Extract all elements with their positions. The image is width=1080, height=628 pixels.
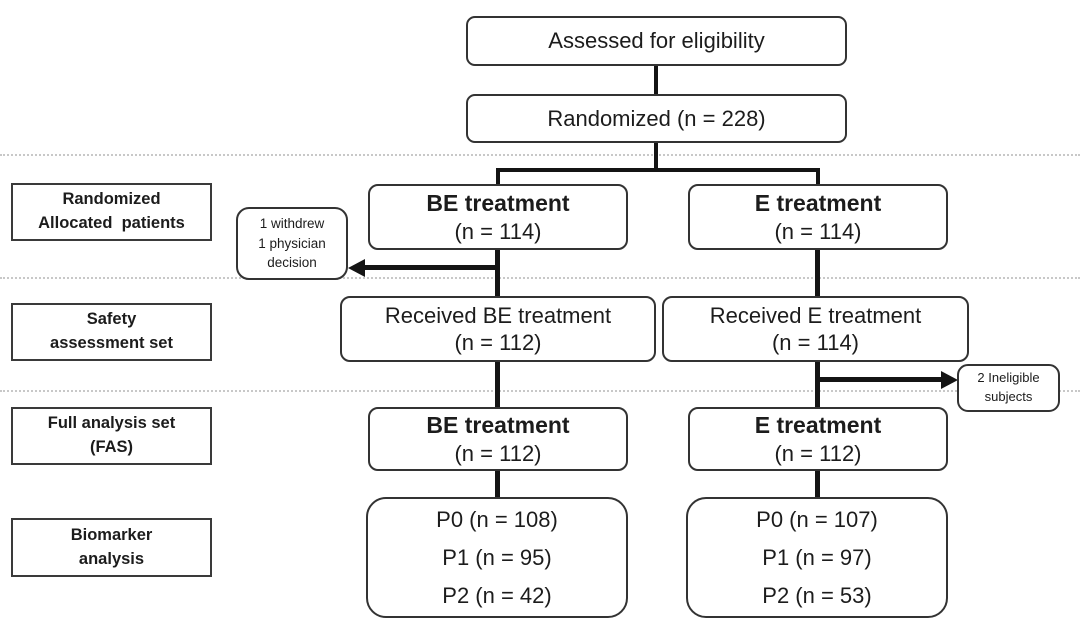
section-divider-allocation: [0, 154, 1080, 156]
e-fas-title: E treatment: [754, 411, 882, 438]
row-label-allocation: Randomized Allocated patients: [11, 183, 212, 241]
randomized-box: Randomized (n = 228): [466, 94, 847, 143]
e-biomarker-p1: P1 (n = 97): [762, 544, 872, 570]
row-label-safety: Safety assessment set: [11, 303, 212, 361]
withdrawn-arrowhead-icon: [348, 259, 365, 277]
connector-split-to-be: [496, 168, 500, 186]
row-label-biomarker-line2: analysis: [78, 549, 145, 568]
row-label-allocation-line1: Randomized: [62, 190, 161, 209]
be-fas-box: BE treatment (n = 112): [368, 407, 628, 471]
e-biomarker-p0: P0 (n = 107): [756, 506, 878, 532]
connector-randomized-to-split: [654, 142, 658, 170]
e-fas-n: (n = 112): [774, 440, 862, 466]
be-allocated-n: (n = 114): [454, 218, 542, 244]
e-biomarker-box: P0 (n = 107) P1 (n = 97) P2 (n = 53): [686, 497, 948, 618]
row-label-fas-line2: (FAS): [89, 438, 134, 456]
row-label-biomarker: Biomarker analysis: [11, 518, 212, 577]
be-fas-n: (n = 112): [454, 440, 542, 466]
connector-assessed-to-randomized: [654, 65, 658, 95]
e-received-line1: Received E treatment: [709, 302, 922, 328]
row-label-biomarker-line1: Biomarker: [70, 525, 153, 544]
ineligible-note-box: 2 Ineligible subjects: [957, 364, 1060, 412]
be-received-box: Received BE treatment (n = 112): [340, 296, 656, 362]
withdrawn-note-box: 1 withdrew 1 physician decision: [236, 207, 348, 280]
connector-be-fas-to-biomarker: [495, 470, 500, 497]
row-label-allocation-line2: Allocated patients: [38, 214, 185, 232]
be-allocated-title: BE treatment: [426, 189, 570, 216]
e-received-line2: (n = 114): [771, 330, 860, 355]
connector-be-received-to-fas: [495, 361, 500, 408]
connector-split-to-e: [816, 168, 820, 186]
withdrawn-note-line1: 1 withdrew: [259, 216, 325, 232]
ineligible-arrow-shaft: [818, 377, 942, 382]
e-allocated-box: E treatment (n = 114): [688, 184, 948, 250]
e-biomarker-p2: P2 (n = 53): [762, 582, 872, 608]
be-biomarker-p1: P1 (n = 95): [442, 544, 552, 570]
ineligible-arrowhead-icon: [941, 371, 958, 389]
be-biomarker-box: P0 (n = 108) P1 (n = 95) P2 (n = 42): [366, 497, 628, 618]
withdrawn-note-line2: 1 physician: [258, 235, 326, 251]
section-divider-safety: [0, 277, 1080, 279]
ineligible-note-line2: subjects: [984, 389, 1033, 404]
e-allocated-title: E treatment: [754, 189, 882, 216]
e-received-box: Received E treatment (n = 114): [662, 296, 969, 362]
e-fas-box: E treatment (n = 112): [688, 407, 948, 471]
connector-e-fas-to-biomarker: [815, 470, 820, 497]
ineligible-note-line1: 2 Ineligible: [977, 370, 1040, 386]
assessed-eligibility-box: Assessed for eligibility: [466, 16, 847, 66]
withdrawn-note-line3: decision: [267, 255, 317, 271]
connector-be-allocated-to-received: [495, 249, 500, 297]
connector-split-bar: [496, 168, 820, 172]
connector-e-allocated-to-received: [815, 249, 820, 297]
be-received-line1: Received BE treatment: [384, 302, 612, 328]
connector-e-received-to-fas: [815, 361, 820, 408]
row-label-safety-line1: Safety: [86, 310, 137, 329]
be-biomarker-p2: P2 (n = 42): [442, 582, 552, 608]
section-divider-fas: [0, 390, 1080, 392]
row-label-safety-line2: assessment set: [50, 334, 173, 352]
be-allocated-box: BE treatment (n = 114): [368, 184, 628, 250]
be-received-line2: (n = 112): [454, 330, 542, 355]
withdrawn-arrow-shaft: [362, 265, 498, 270]
be-fas-title: BE treatment: [426, 411, 570, 438]
be-biomarker-p0: P0 (n = 108): [436, 506, 558, 532]
row-label-fas-line1: Full analysis set: [47, 414, 176, 433]
assessed-eligibility-text: Assessed for eligibility: [548, 28, 765, 54]
randomized-text: Randomized (n = 228): [547, 105, 766, 131]
e-allocated-n: (n = 114): [774, 218, 862, 244]
row-label-fas: Full analysis set (FAS): [11, 407, 212, 465]
